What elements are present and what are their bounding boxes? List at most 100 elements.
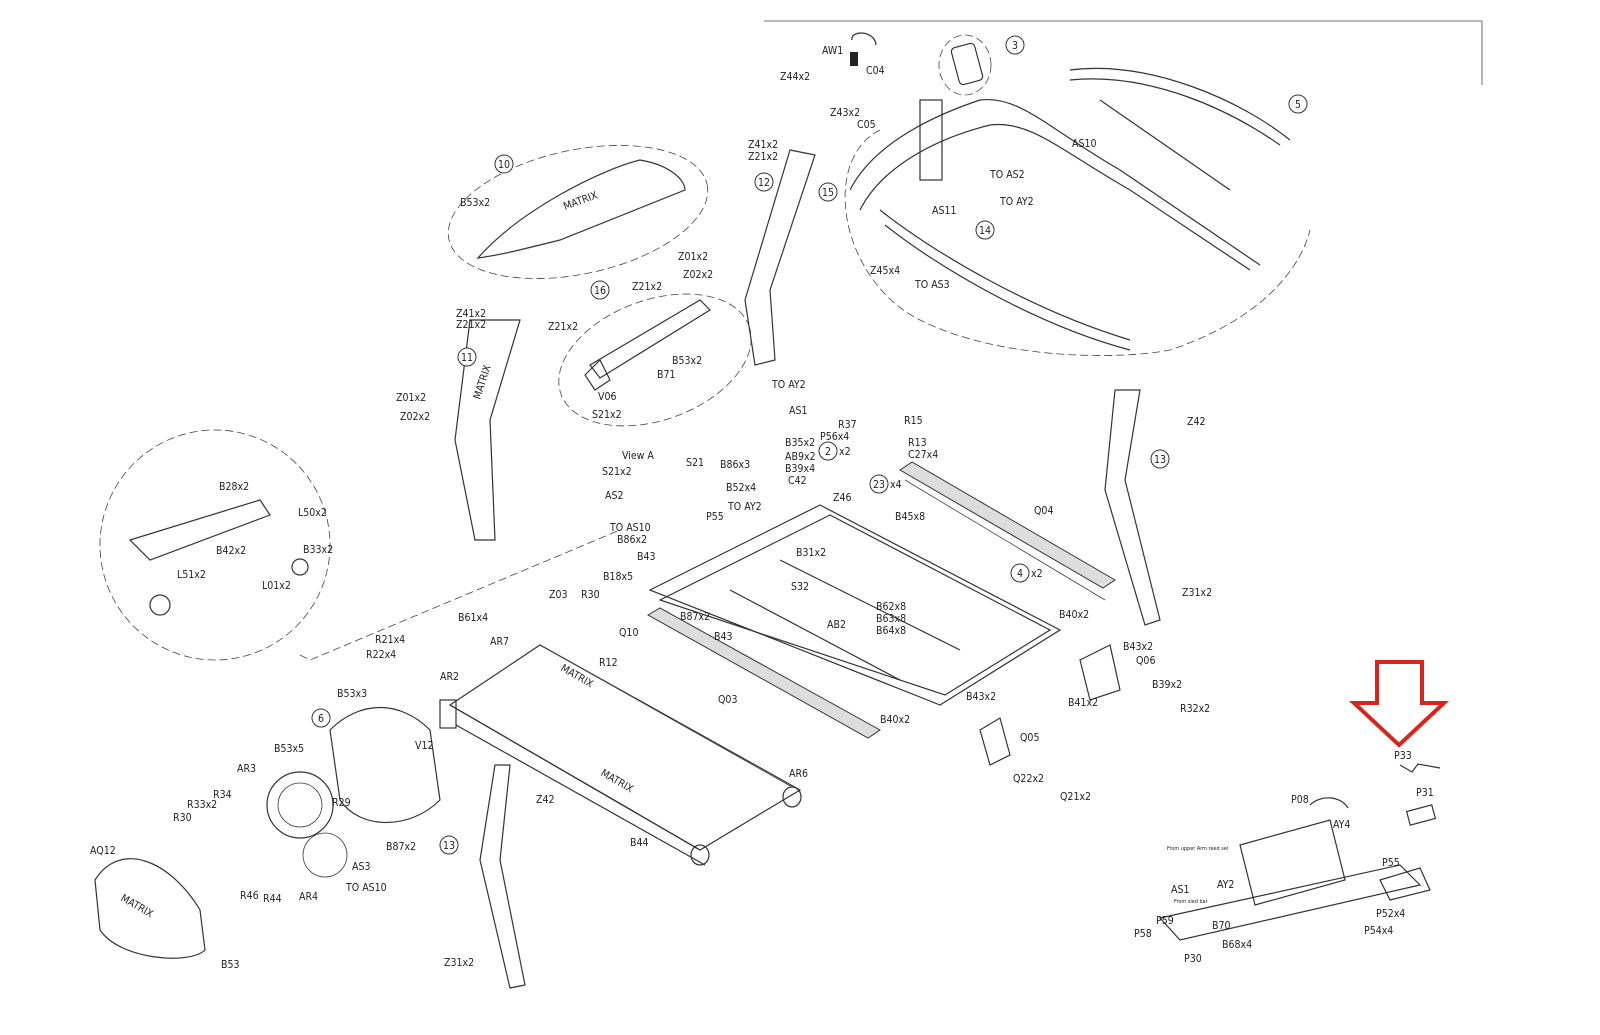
- part-label: S32: [791, 581, 809, 593]
- brand-logo: MATRIX: [599, 767, 636, 795]
- part-label: TO AS2: [989, 169, 1025, 181]
- part-label: L01x2: [262, 580, 291, 592]
- part-label: B44: [630, 837, 649, 849]
- part-label: Z43x2: [830, 107, 860, 119]
- part-label: AS2: [605, 490, 623, 502]
- callout-number: 13: [1154, 454, 1166, 466]
- callout-circle: [869, 474, 889, 494]
- part-label: Z44x2: [780, 71, 810, 83]
- part-label: B28x2: [219, 481, 249, 493]
- part-label: AS11: [932, 205, 956, 217]
- part-label: V06: [598, 391, 616, 403]
- part-label: Z03: [549, 589, 568, 601]
- part-label: Q04: [1034, 505, 1053, 517]
- part-label: Q05: [1020, 732, 1039, 744]
- part-label: R30: [581, 589, 600, 601]
- part-label: Z42: [1187, 416, 1206, 428]
- callout-circle: [494, 154, 514, 174]
- main-frame: [646, 461, 1116, 739]
- part-label: R21x4: [375, 634, 405, 646]
- part-label: P55: [706, 511, 724, 523]
- part-label: B45x8: [895, 511, 925, 523]
- callout-number: 13: [443, 840, 455, 852]
- view-a-detail: [99, 429, 621, 661]
- callout-5: 10: [494, 154, 514, 174]
- part-label: S21: [686, 457, 704, 469]
- part-label: B68x4: [1222, 939, 1252, 951]
- part-label: B39x2: [1152, 679, 1182, 691]
- callout-1: 5: [1288, 94, 1308, 114]
- callout-2: 15: [818, 182, 838, 202]
- feet: [979, 644, 1121, 766]
- frame-border: [764, 20, 1483, 85]
- part-label: B71: [657, 369, 676, 381]
- part-label: B40x2: [880, 714, 910, 726]
- part-label: B86x2: [617, 534, 647, 546]
- callout-number: 4: [1017, 568, 1023, 580]
- callout-circle: [818, 441, 838, 461]
- part-label: R13: [908, 437, 927, 449]
- part-label: Z21x2: [748, 151, 778, 163]
- part-label: AB2: [827, 619, 846, 631]
- callout-10: 13: [1150, 449, 1170, 469]
- callout-circle: [1150, 449, 1170, 469]
- part-label: P30: [1184, 953, 1202, 965]
- part-label: C05: [857, 119, 876, 131]
- callout-number: 6: [318, 713, 324, 725]
- part-label: P54x4: [1364, 925, 1393, 937]
- part-label: AS1: [1171, 884, 1189, 896]
- callout-12: 6: [311, 708, 331, 728]
- part-label: B53x2: [460, 197, 490, 209]
- part-label: AW1: [822, 45, 843, 57]
- part-label: TO AS10: [609, 522, 651, 534]
- callout-quantity: x2: [839, 446, 851, 458]
- part-label: Z21x2: [548, 321, 578, 333]
- part-label: R12: [599, 657, 618, 669]
- part-label: TO AY2: [999, 196, 1034, 208]
- callout-number: 5: [1295, 99, 1301, 111]
- part-label: AS10: [1072, 138, 1096, 150]
- wire-note: From upper Arm reed sel: [1167, 846, 1228, 852]
- part-label: B43: [637, 551, 656, 563]
- arm-assembly: [558, 293, 752, 427]
- part-label: P58: [1134, 928, 1152, 940]
- part-label: R46: [240, 890, 259, 902]
- part-label: B53x2: [672, 355, 702, 367]
- part-label: B53: [221, 959, 240, 971]
- callout-number: 16: [594, 285, 606, 297]
- part-label: Q22x2: [1013, 773, 1044, 785]
- part-label: B61x4: [458, 612, 488, 624]
- part-label: R32x2: [1180, 703, 1210, 715]
- part-label: Q06: [1136, 655, 1155, 667]
- down-arrow-icon: [1348, 660, 1450, 748]
- part-label: AS1: [789, 405, 807, 417]
- legs: [479, 389, 1161, 989]
- part-label: B62x8: [876, 601, 906, 613]
- part-label: AR4: [299, 891, 318, 903]
- sled-and-rollers: MATRIX MATRIX: [439, 644, 802, 866]
- part-label: Z46: [833, 492, 852, 504]
- part-label: B53x5: [274, 743, 304, 755]
- electronics-assembly: [1158, 763, 1441, 941]
- part-label: Z31x2: [1182, 587, 1212, 599]
- callout-circle: [457, 347, 477, 367]
- part-label: Z21x2: [456, 319, 486, 331]
- brand-logo: MATRIX: [119, 892, 156, 920]
- wire-note: From sled bar: [1174, 899, 1209, 905]
- part-label: P55: [1382, 857, 1400, 869]
- callout-circle: [818, 182, 838, 202]
- part-label: B42x2: [216, 545, 246, 557]
- part-label: Z41x2: [456, 308, 486, 320]
- part-label: Q10: [619, 627, 638, 639]
- part-label: B40x2: [1059, 609, 1089, 621]
- part-label: Z02x2: [683, 269, 713, 281]
- part-label: R33x2: [187, 799, 217, 811]
- callout-13: 13: [439, 835, 459, 855]
- callout-number: 15: [822, 187, 834, 199]
- part-label: AR7: [490, 636, 509, 648]
